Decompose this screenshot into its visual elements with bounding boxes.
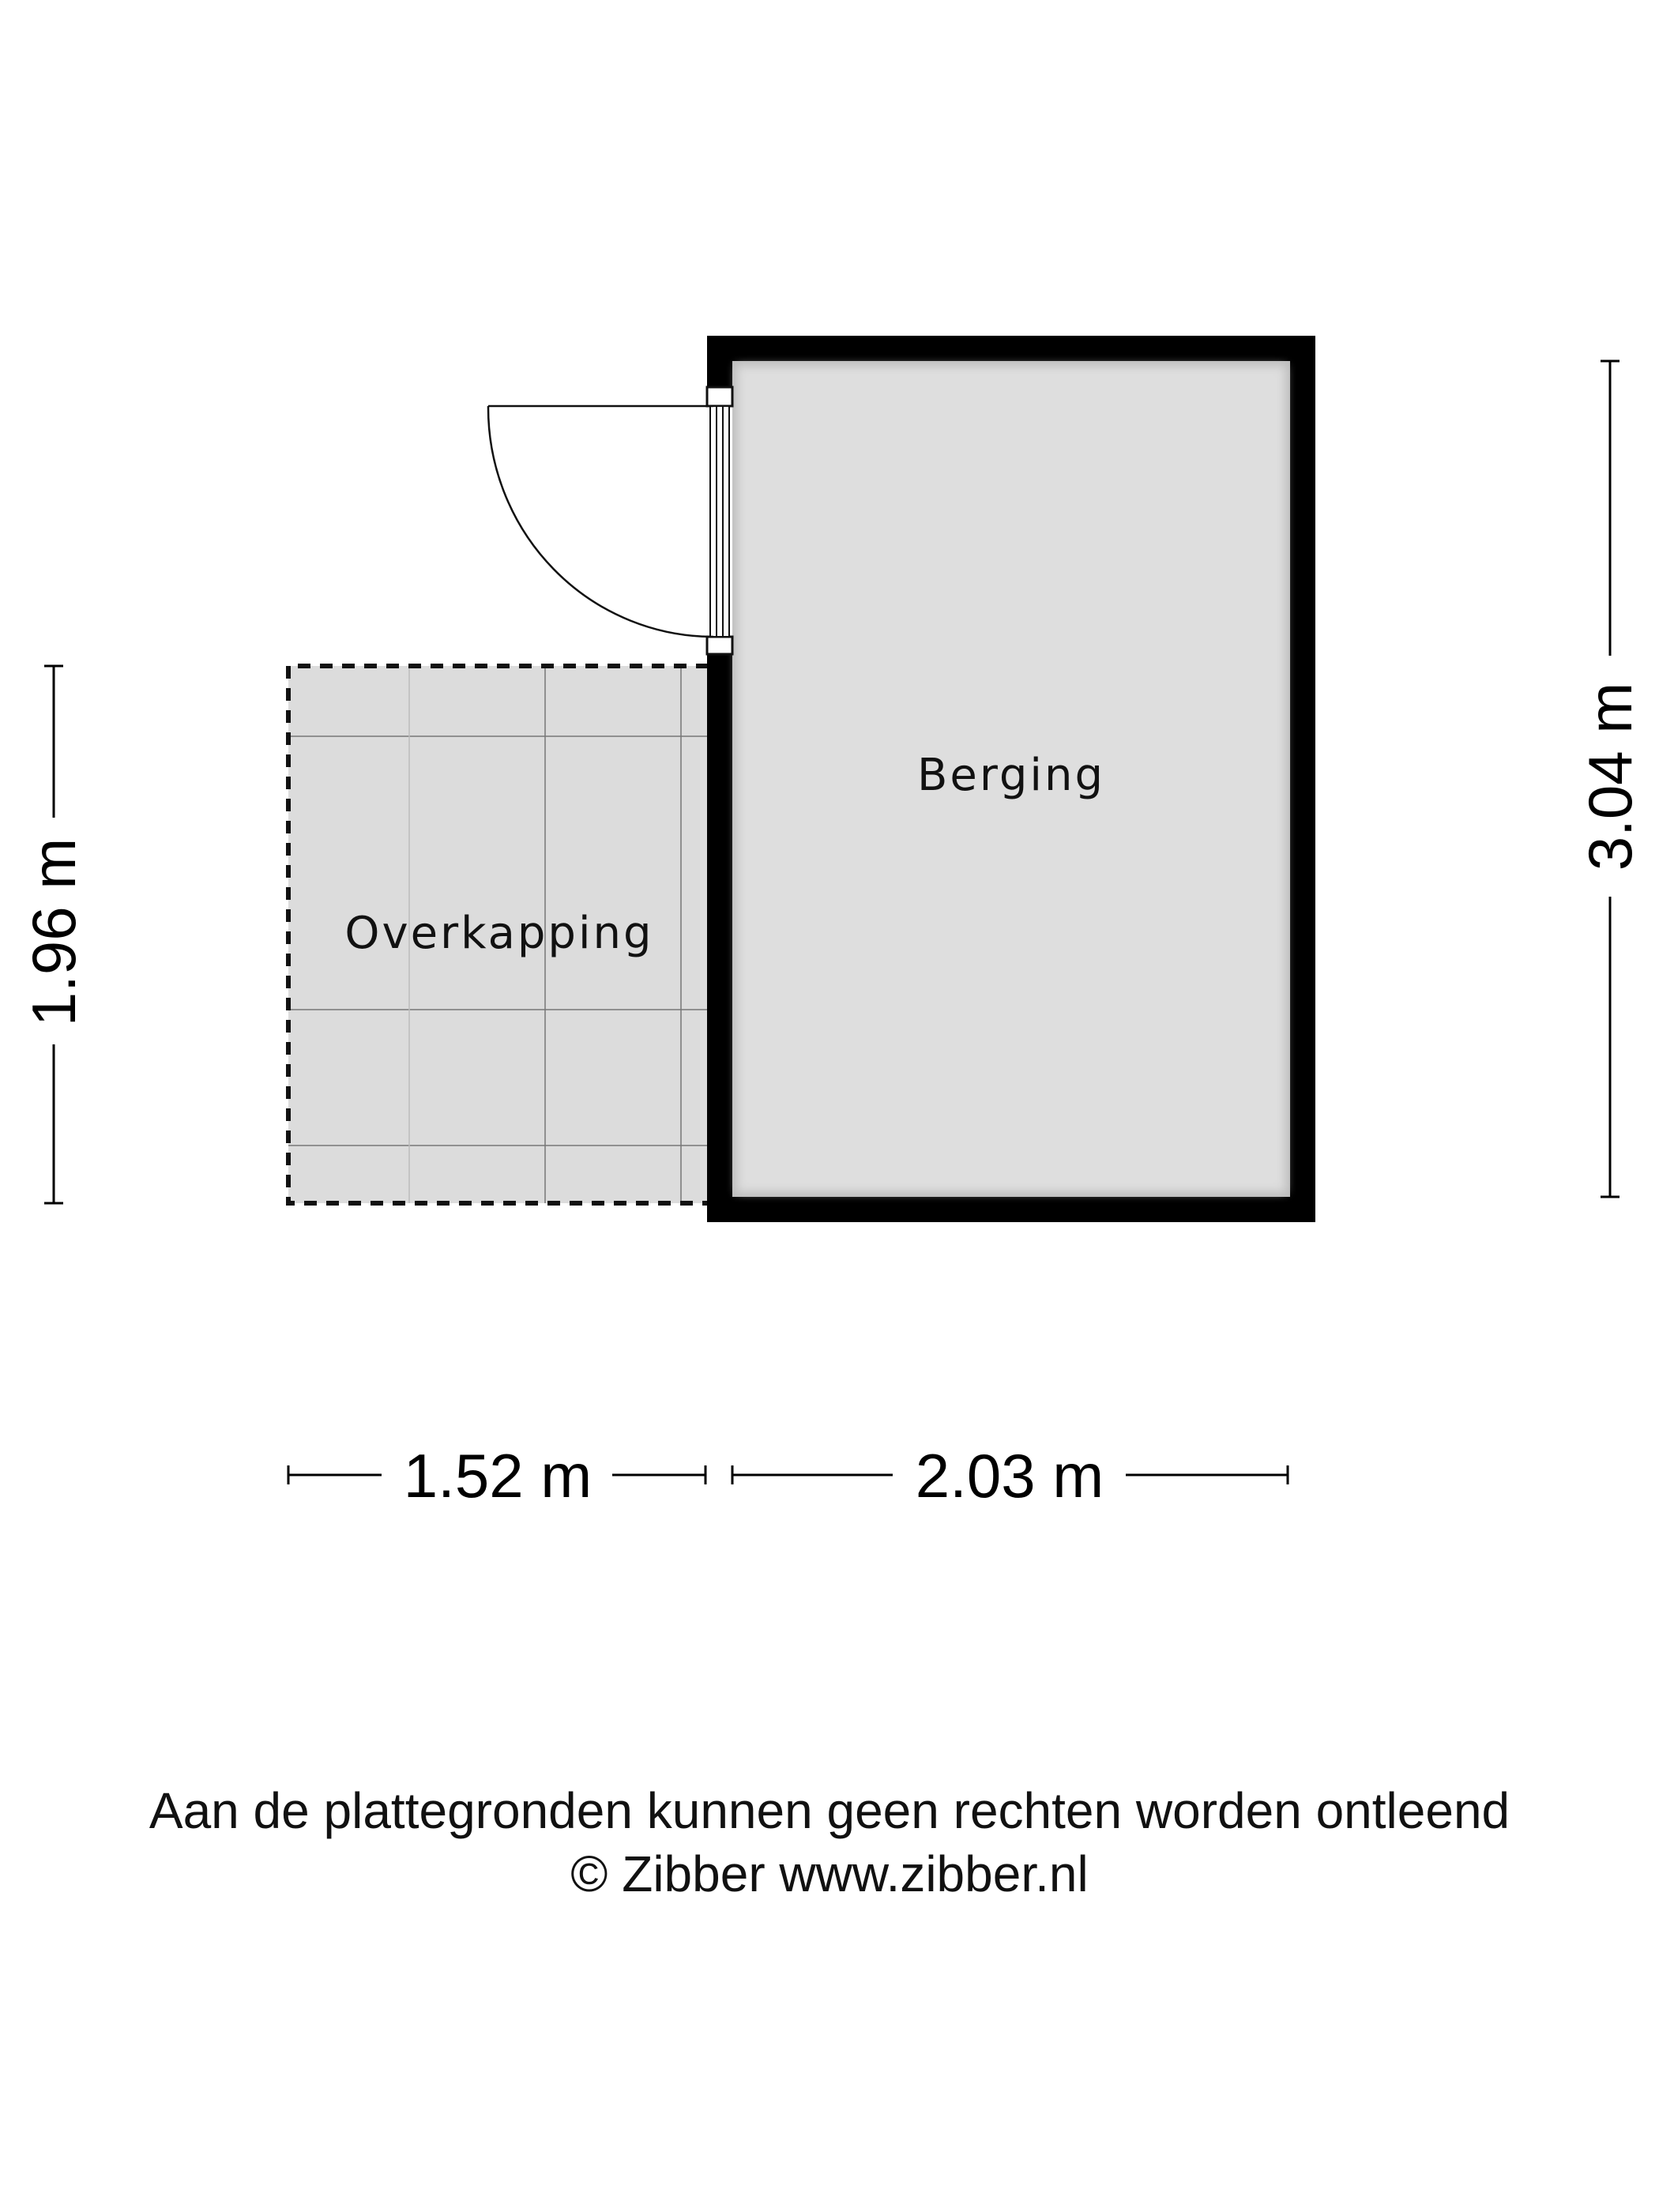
dimension-overkapping-width — [287, 1465, 707, 1484]
dimension-label-berging-width: 2.03 m — [916, 1441, 1104, 1510]
overkapping-tile-grid — [288, 666, 709, 1203]
dimension-berging-height — [1601, 359, 1620, 1198]
overkapping-dashed-outline — [286, 664, 709, 1206]
berging-room: Berging — [707, 336, 1315, 1222]
door-jamb-top — [705, 386, 734, 408]
dimension-label-berging-height: 3.04 m — [1575, 683, 1645, 871]
door-frame — [709, 405, 730, 638]
door-jamb-bottom — [705, 635, 734, 656]
dimension-overkapping-height — [44, 664, 63, 1205]
footer-copyright[interactable]: © Zibber www.zibber.nl — [570, 1845, 1089, 1902]
dimension-label-overkapping-height: 1.96 m — [19, 838, 88, 1026]
dimension-berging-width — [731, 1465, 1289, 1484]
dimension-label-overkapping-width: 1.52 m — [404, 1441, 592, 1510]
overkapping-area: Overkapping — [286, 664, 709, 1206]
door-swing-arc — [487, 405, 714, 638]
room-label-berging: Berging — [917, 750, 1105, 801]
door — [487, 386, 734, 656]
footer-disclaimer: Aan de plattegronden kunnen geen rechten… — [149, 1782, 1510, 1839]
room-label-overkapping: Overkapping — [344, 908, 653, 959]
